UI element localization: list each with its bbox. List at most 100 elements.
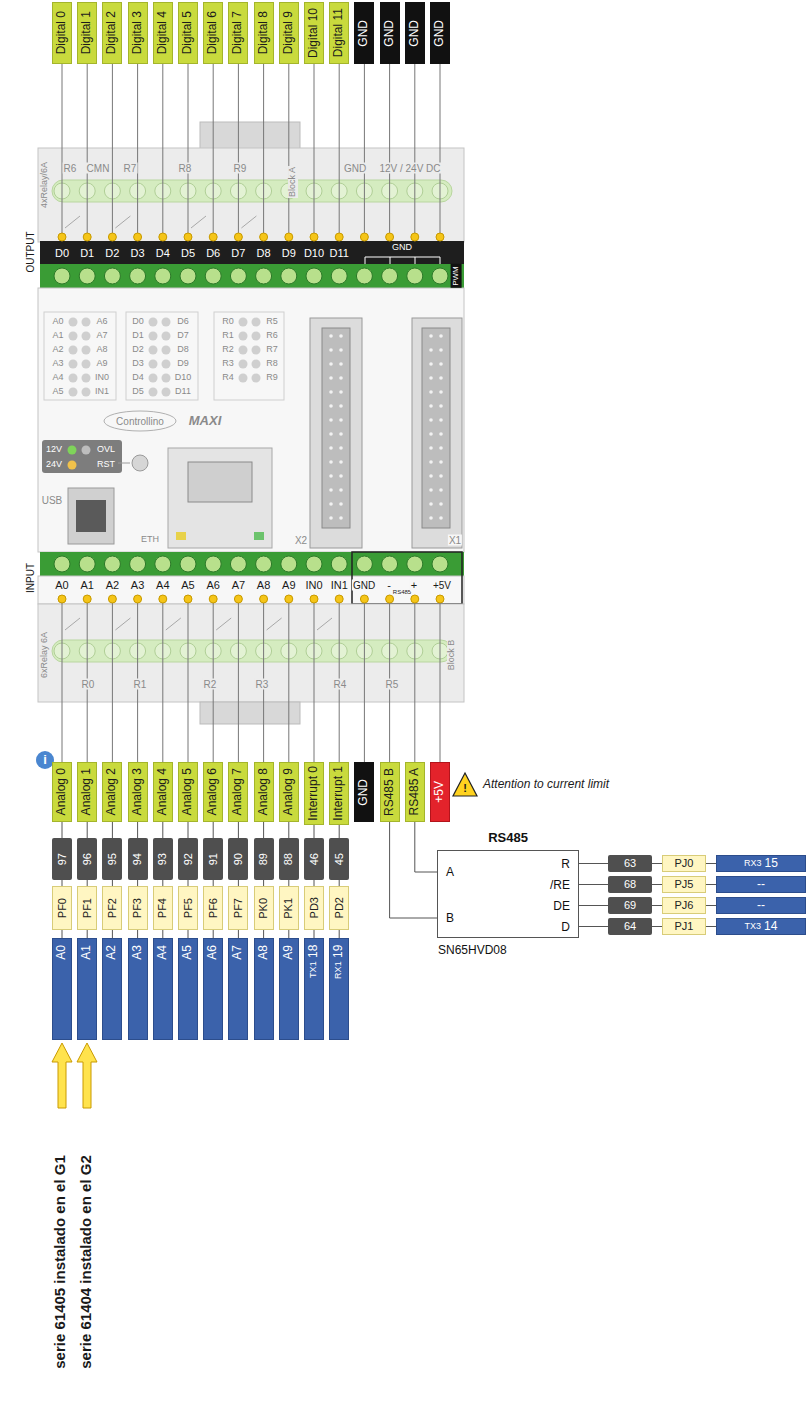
terminal-screw bbox=[432, 556, 448, 572]
input-signal-tag: Interrupt 1 bbox=[329, 762, 349, 825]
box-text: PF3 bbox=[131, 898, 143, 918]
signal-wire bbox=[62, 930, 63, 938]
box-text: PJ5 bbox=[675, 878, 694, 891]
box-text: PF4 bbox=[156, 898, 168, 918]
output-signal-tag: Digital 8 bbox=[254, 2, 274, 64]
terminal-label: 12V / 24V DC bbox=[378, 163, 441, 174]
box-text: PD2 bbox=[333, 897, 345, 918]
terminal-dot bbox=[310, 233, 318, 241]
connector-pin bbox=[439, 334, 443, 338]
arduino-pin-box: RX119 bbox=[329, 938, 349, 1040]
connector-pin bbox=[329, 460, 333, 464]
box-text: Interrupt 0 bbox=[306, 766, 320, 821]
box-text: 18 bbox=[306, 945, 320, 958]
led-label: A9 bbox=[95, 359, 108, 369]
signal-wire bbox=[137, 822, 138, 838]
led bbox=[239, 332, 248, 341]
box-text: PK1 bbox=[282, 898, 294, 919]
port-pin-box: PD3 bbox=[304, 886, 324, 930]
terminal-label: A1 bbox=[79, 579, 94, 591]
port-pin-box: PF3 bbox=[128, 886, 148, 930]
idc-connector bbox=[310, 318, 362, 548]
housing-tab bbox=[200, 702, 300, 724]
box-text: Analog 6 bbox=[205, 768, 219, 815]
box-text: A5 bbox=[180, 945, 194, 960]
led-label: R0 bbox=[221, 317, 235, 327]
box-text: Digital 10 bbox=[306, 8, 320, 58]
port-pin-box: PF0 bbox=[52, 886, 72, 930]
led-label: R3 bbox=[221, 359, 235, 369]
reset-line bbox=[118, 463, 130, 464]
arduino-pin-box: A5 bbox=[178, 938, 198, 1040]
terminal-label: D2 bbox=[104, 247, 120, 259]
led bbox=[69, 360, 78, 369]
arduino-pin-box: RX315 bbox=[716, 855, 806, 872]
connector-pin bbox=[429, 390, 433, 394]
box-text: A1 bbox=[79, 945, 93, 960]
signal-wire bbox=[314, 930, 315, 938]
terminal-dot bbox=[310, 595, 318, 603]
box-text: 69 bbox=[624, 899, 636, 912]
connector-pin bbox=[339, 334, 343, 338]
led bbox=[239, 318, 248, 327]
arduino-pin-box: A1 bbox=[77, 938, 97, 1040]
led bbox=[69, 346, 78, 355]
relay-contact bbox=[241, 216, 256, 228]
connector-pin bbox=[329, 390, 333, 394]
leader-line bbox=[137, 40, 138, 233]
output-signal-tag: Digital 1 bbox=[77, 2, 97, 64]
terminal-screw bbox=[104, 268, 120, 284]
signal-wire bbox=[706, 884, 716, 885]
port-pin-box: PF2 bbox=[102, 886, 122, 930]
leader-line bbox=[389, 40, 390, 233]
box-text: 89 bbox=[257, 853, 269, 865]
port-label: X1 bbox=[448, 535, 462, 546]
box-text: PF0 bbox=[56, 898, 68, 918]
box-text: Analog 5 bbox=[180, 768, 194, 815]
box-text: Digital 0 bbox=[54, 11, 68, 54]
terminal-label: D4 bbox=[155, 247, 171, 259]
connector-pin bbox=[429, 474, 433, 478]
led bbox=[68, 446, 77, 455]
connector-pin bbox=[439, 376, 443, 380]
input-signal-tag: Analog 9 bbox=[279, 762, 299, 822]
led bbox=[69, 388, 78, 397]
leader-line bbox=[440, 603, 441, 780]
output-signal-tag: Digital 2 bbox=[102, 2, 122, 64]
chip-pin-name: D bbox=[561, 920, 570, 935]
connector-pin bbox=[339, 446, 343, 450]
led-label: IN0 bbox=[94, 373, 110, 383]
ground-tag: GND bbox=[430, 2, 450, 64]
terminal-dot bbox=[436, 233, 444, 241]
arduino-pin-box: A9 bbox=[279, 938, 299, 1040]
transceiver-chip: RS485ABR/REDEDSN65HVD08 bbox=[437, 850, 579, 938]
connector-pin bbox=[339, 390, 343, 394]
terminal-label: R7 bbox=[123, 163, 138, 174]
terminal-label: IN0 bbox=[304, 579, 323, 591]
port-label: USB bbox=[41, 495, 64, 506]
mcu-pin-number: 91 bbox=[203, 838, 223, 880]
box-text: 96 bbox=[81, 853, 93, 865]
box-text: A6 bbox=[205, 945, 219, 960]
relay-contact bbox=[267, 618, 282, 630]
box-text: 14 bbox=[764, 919, 777, 933]
led-label: D2 bbox=[131, 345, 145, 355]
leader-line bbox=[112, 40, 113, 233]
input-signal-tag: Analog 1 bbox=[77, 762, 97, 822]
box-text: Digital 5 bbox=[180, 11, 194, 54]
signal-wire bbox=[238, 930, 239, 938]
led bbox=[252, 360, 261, 369]
box-text: A0 bbox=[54, 945, 68, 960]
led-label: D0 bbox=[131, 317, 145, 327]
terminal-label: R8 bbox=[178, 163, 193, 174]
input-signal-tag: Analog 0 bbox=[52, 762, 72, 822]
relay-label: R5 bbox=[385, 679, 400, 690]
led-label: R9 bbox=[265, 373, 279, 383]
led-label: D7 bbox=[176, 331, 190, 341]
terminal-screw bbox=[205, 556, 221, 572]
input-label-strip bbox=[38, 576, 464, 604]
led bbox=[162, 332, 171, 341]
relay-contact bbox=[115, 618, 130, 630]
connector-pin bbox=[339, 460, 343, 464]
